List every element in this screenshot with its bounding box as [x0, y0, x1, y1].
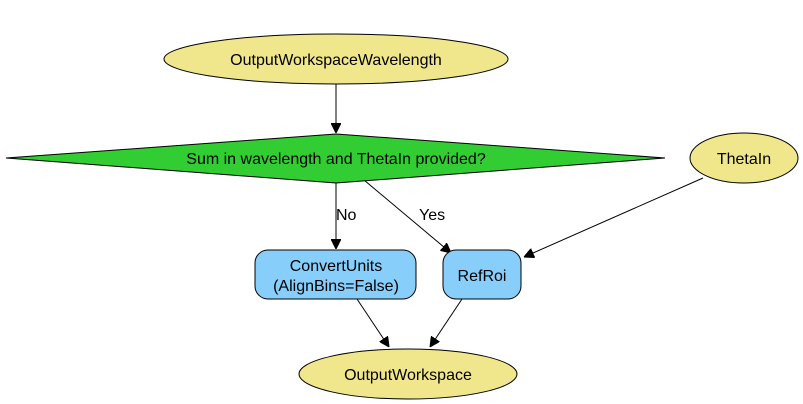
node-output-workspace-label: OutputWorkspace — [344, 367, 472, 384]
edge-thetain-to-refroi — [524, 177, 704, 257]
edge-refroi-to-output — [430, 298, 463, 347]
node-refroi-label: RefRoi — [458, 268, 507, 285]
node-output-workspace-wavelength-label: OutputWorkspaceWavelength — [230, 52, 442, 69]
node-thetain: ThetaIn — [689, 132, 799, 184]
edge-decision-to-refroi — [363, 179, 451, 253]
node-thetain-label: ThetaIn — [717, 151, 771, 168]
edge-label-yes: Yes — [419, 207, 445, 224]
node-convertunits-label-line1: ConvertUnits — [290, 258, 382, 275]
node-convertunits-label-line2: (AlignBins=False) — [273, 278, 399, 295]
node-decision-label: Sum in wavelength and ThetaIn provided? — [186, 151, 486, 168]
node-output-workspace: OutputWorkspace — [298, 348, 518, 400]
node-refroi: RefRoi — [442, 249, 522, 300]
edge-label-no: No — [336, 207, 357, 224]
node-decision: Sum in wavelength and ThetaIn provided? — [5, 133, 666, 184]
node-output-workspace-wavelength: OutputWorkspaceWavelength — [163, 33, 509, 85]
edge-convertunits-to-output — [356, 298, 389, 347]
node-convertunits: ConvertUnits (AlignBins=False) — [254, 249, 417, 300]
